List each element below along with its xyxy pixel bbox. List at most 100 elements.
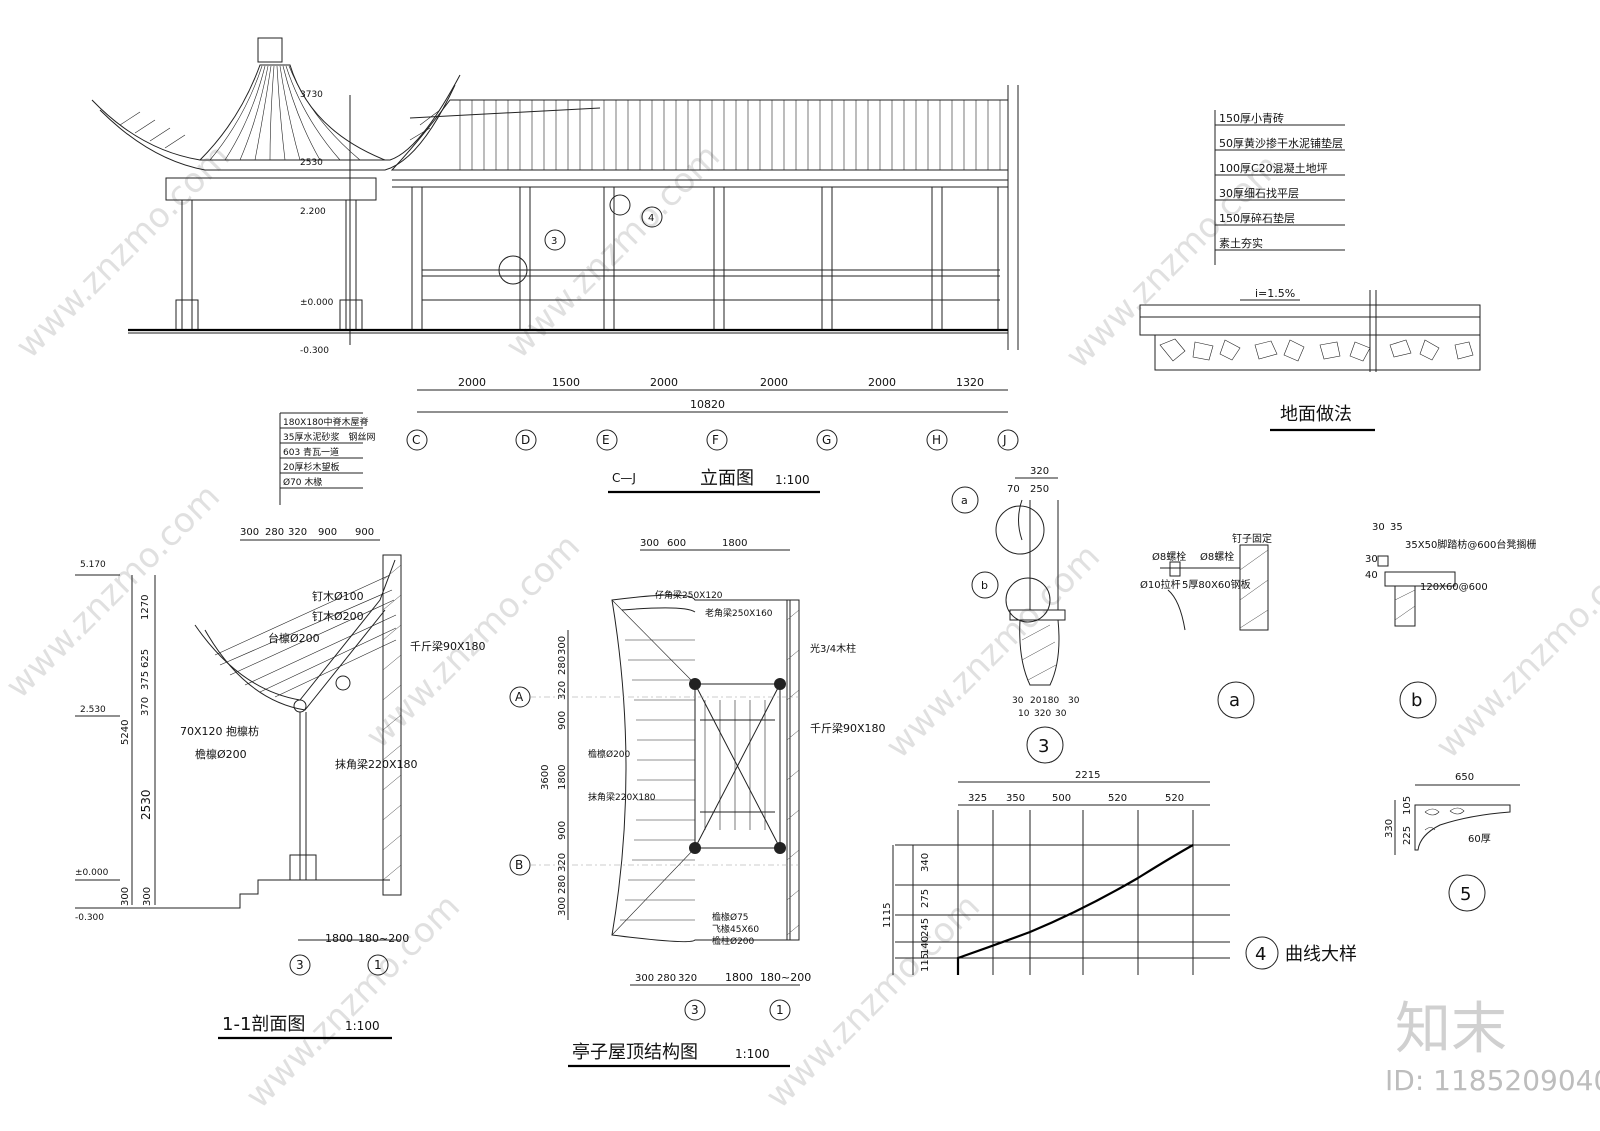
- roof-left-dim: 300: [557, 897, 568, 916]
- d4-left-dim: 275: [920, 889, 931, 908]
- floor-detail: 150厚小青砖 50厚黄沙掺干水泥铺垫层 100厚C20混凝土地坪 30厚细石找…: [1139, 110, 1481, 432]
- section-top-dim: 300: [240, 527, 259, 538]
- roof-label: 老角梁250X160: [705, 607, 773, 619]
- section-bottom-dim: 1800: [325, 932, 353, 945]
- elevation-view: 3730 2530 2.200 ±0.000 -0.300: [91, 37, 1019, 494]
- section-layer: 35厚水泥砂浆 钢丝网: [283, 431, 375, 443]
- db-note: 120X60@600: [1420, 582, 1488, 593]
- d3-dim: 320: [1030, 466, 1049, 477]
- db-note: 30: [1365, 554, 1378, 565]
- d4-top-dim: 520: [1108, 793, 1127, 804]
- detail-b: 30 35 35X50脚踏枋@600台凳搁栅 30 40 120X60@600 …: [1365, 522, 1536, 719]
- db-note: 40: [1365, 570, 1378, 581]
- section-vert-dim: 300: [142, 887, 153, 906]
- detail-5: 650 330 225 105 60厚 5: [1384, 772, 1520, 912]
- roof-left-dim: 900: [557, 821, 568, 840]
- section-title: 1-1剖面图: [222, 1014, 305, 1035]
- section-axis: 1: [374, 958, 382, 972]
- da-label: a: [1229, 690, 1240, 711]
- dim-elev: 3730: [300, 90, 323, 100]
- roof-label: 檐柱Ø200: [712, 935, 755, 947]
- roof-left-dim: 280: [557, 875, 568, 894]
- d5-dim: 330: [1384, 819, 1395, 838]
- roof-axis: 1: [776, 1003, 784, 1017]
- d3-dim: 30: [1055, 709, 1067, 719]
- section-top-dim: 900: [355, 527, 374, 538]
- roof-left-dim: 280: [557, 656, 568, 675]
- floor-layer: 50厚黄沙掺干水泥铺垫层: [1219, 136, 1343, 150]
- section-label: 70X120 抱檩枋: [180, 724, 259, 738]
- roof-left-dim: 320: [557, 681, 568, 700]
- roof-title: 亭子屋顶结构图: [572, 1042, 698, 1063]
- d4-left-dim: 245: [920, 918, 931, 937]
- roof-left-dim: 1800: [557, 765, 568, 790]
- roof-top-dim: 1800: [722, 538, 747, 549]
- da-note: 钉子固定: [1232, 532, 1272, 545]
- roof-label: 檐檩Ø200: [588, 748, 631, 760]
- roof-bottom-dim: 1800: [725, 971, 753, 984]
- span-dim: 2000: [458, 376, 486, 389]
- total-dim: 10820: [690, 398, 725, 411]
- roof-bottom-dim: 280: [657, 973, 676, 984]
- watermark-text: www.znzmo.com: [878, 536, 1108, 766]
- roof-label: 飞椽45X60: [712, 923, 759, 935]
- section-label: 钉木Ø100: [312, 590, 364, 603]
- da-note: Ø8螺栓: [1200, 550, 1234, 563]
- corridor-posts: [411, 186, 1009, 331]
- detail-a: 钉子固定 Ø8螺栓 Ø8螺栓 Ø10拉杆 5厚80X60钢板 a: [1140, 532, 1272, 719]
- section-axis: 3: [296, 958, 304, 972]
- d4-left-dim: 340: [920, 853, 931, 872]
- d3-dim: 320: [1034, 709, 1051, 719]
- section-vert-dim: 1270: [140, 595, 151, 620]
- section-layer: 603 青瓦一道: [283, 446, 339, 458]
- d3-dim: 70: [1007, 484, 1020, 495]
- floor-layer: 30厚细石找平层: [1219, 186, 1299, 200]
- d4-left-total: 1115: [882, 903, 893, 928]
- section-bottom-dim: 180~200: [358, 932, 409, 945]
- roof-structure-plan: 300 600 1800: [509, 538, 886, 1068]
- axis-label: G: [822, 433, 831, 447]
- span-dim: 1320: [956, 376, 984, 389]
- dim-elev: -0.300: [300, 346, 329, 356]
- roof-bottom-dim: 180~200: [760, 971, 811, 984]
- section-vert-dim: 625: [140, 649, 151, 668]
- brand-id: ID: 1185209040: [1385, 1064, 1600, 1097]
- gravel-pattern: [1159, 338, 1474, 362]
- d4-top-dim: 520: [1165, 793, 1184, 804]
- d5-dim: 60厚: [1468, 833, 1491, 845]
- axis-label: D: [521, 433, 530, 447]
- section-1-1: 180X180中脊木屋脊 35厚水泥砂浆 钢丝网 603 青瓦一道 20厚杉木望…: [75, 412, 486, 1040]
- d4-grid: [895, 810, 1230, 975]
- elevation-scale: 1:100: [775, 473, 810, 487]
- d3-dim: 180: [1042, 696, 1059, 706]
- da-note: Ø10拉杆: [1140, 578, 1181, 591]
- section-top-dim: 280: [265, 527, 284, 538]
- roof-axis: 3: [691, 1003, 699, 1017]
- section-level: ±0.000: [75, 868, 109, 878]
- section-top-dim: 900: [318, 527, 337, 538]
- roof-left-dim: 320: [557, 853, 568, 872]
- section-label: 檐檩Ø200: [195, 747, 247, 761]
- d5-dim: 225: [1402, 826, 1413, 845]
- roof-scale: 1:100: [735, 1047, 770, 1061]
- dim-elev: ±0.000: [300, 298, 334, 308]
- d3-dim: 250: [1030, 484, 1049, 495]
- d3-label: 3: [1038, 736, 1049, 757]
- floor-layer: 150厚碎石垫层: [1219, 211, 1295, 225]
- section-level: -0.300: [75, 913, 104, 923]
- section-top-dim: 320: [288, 527, 307, 538]
- da-note: 5厚80X60钢板: [1182, 578, 1251, 591]
- floor-layer: 150厚小青砖: [1219, 111, 1284, 125]
- span-dim: 2000: [868, 376, 896, 389]
- span-dim: 2000: [760, 376, 788, 389]
- axis-label: H: [932, 433, 941, 447]
- detail-3: 320 70 250 a b 30 20 180 30 10 320 30 3: [951, 466, 1080, 764]
- watermark-text: www.znzmo.com: [498, 136, 728, 366]
- d5-dim: 650: [1455, 772, 1474, 783]
- roof-left-dim: 900: [557, 711, 568, 730]
- db-note: 30: [1372, 522, 1385, 533]
- roof-label: 光3/4木柱: [810, 642, 856, 655]
- section-vert-dim: 300: [120, 887, 131, 906]
- detail-4-curve: 2215 325 350 500 520 520 1115 340 275 24…: [882, 770, 1357, 975]
